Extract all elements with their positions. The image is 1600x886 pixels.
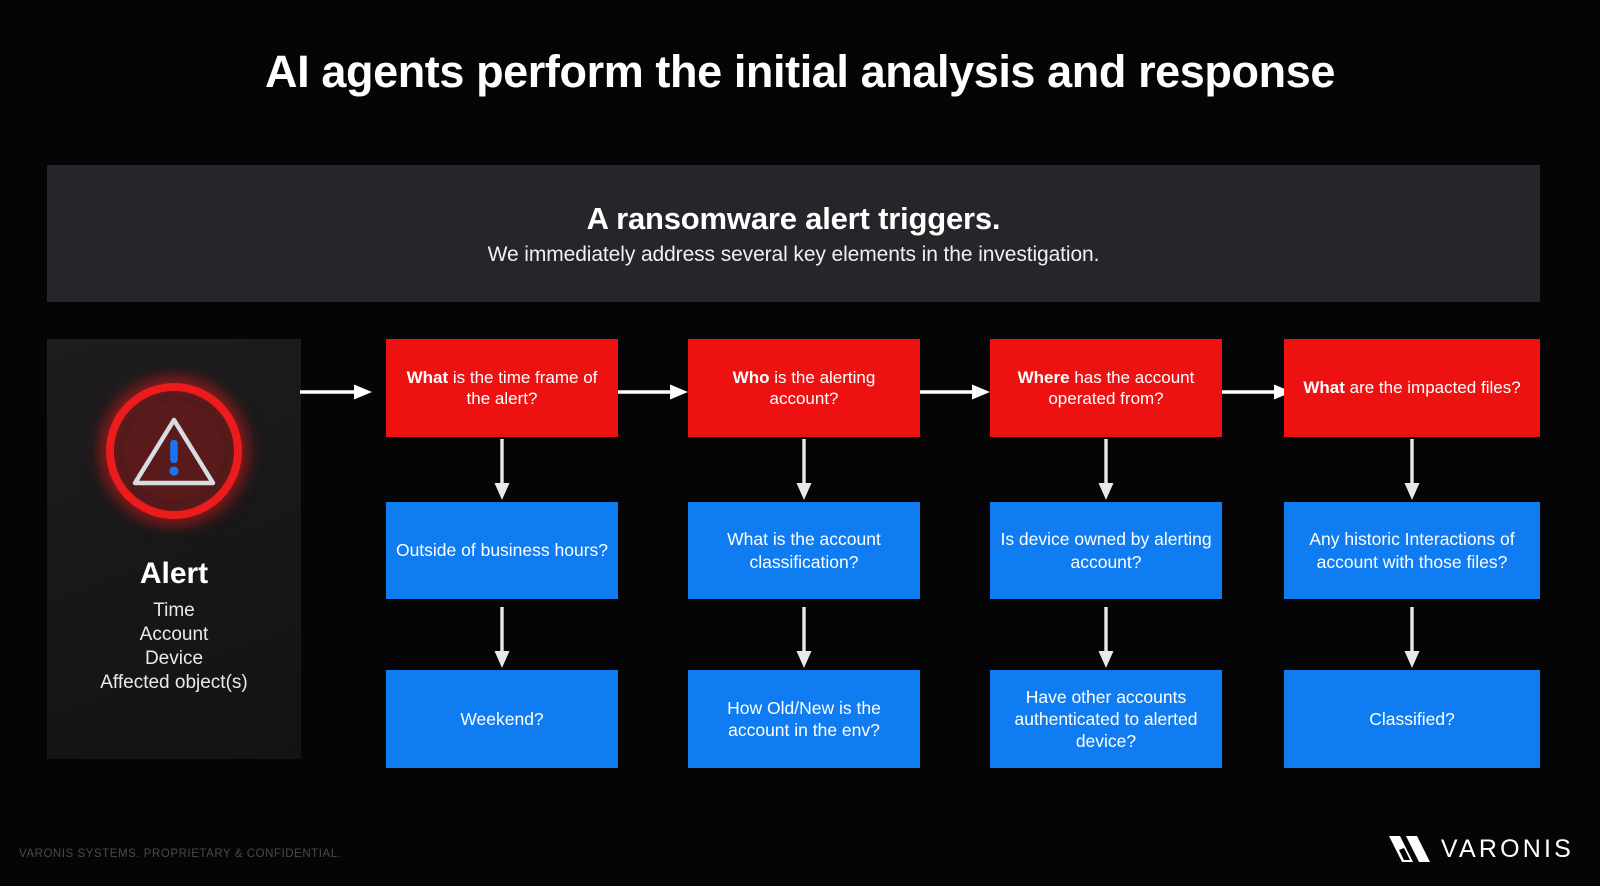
arrow-down-col2-step2-icon <box>796 607 812 668</box>
investigation-flow: What is the time frame of the alert? Out… <box>386 339 1540 769</box>
question-rest-text: has the account operated from? <box>1048 367 1195 408</box>
alert-card: Alert Time Account Device Affected objec… <box>47 339 301 759</box>
arrow-step3-to-step4-icon <box>1220 384 1292 400</box>
banner-headline: A ransomware alert triggers. <box>586 200 1001 236</box>
alert-field-time: Time <box>153 600 195 621</box>
flow-column-impacted-files: What are the impacted files? Any histori… <box>1284 339 1540 769</box>
alert-field-device: Device <box>144 648 204 670</box>
question-rest-text: is the time frame of the alert? <box>448 367 598 408</box>
varonis-brand: VARONIS <box>1387 834 1574 864</box>
page-title: AI agents perform the initial analysis a… <box>265 46 1335 97</box>
question-lead-word: What <box>406 367 449 387</box>
confidential-footer: VARONIS SYSTEMS. PROPRIETARY & CONFIDENT… <box>19 848 342 860</box>
arrow-down-col2-step1-icon <box>796 439 812 500</box>
arrow-down-col3-step1-icon <box>1098 439 1114 500</box>
flow-column-alerting-account: Who is the alerting account? What is the… <box>688 339 920 769</box>
alert-icon-wrap <box>94 371 254 531</box>
question-card-what-time-frame[interactable]: What is the time frame of the alert? <box>386 339 618 437</box>
warning-triangle-icon <box>132 417 216 486</box>
varonis-slash-logo-icon <box>1388 836 1430 862</box>
question-rest-text: are the impacted files? <box>1344 378 1521 398</box>
alert-ring-icon <box>106 383 242 519</box>
alert-field-list: Time Account Device Affected object(s) <box>100 599 248 696</box>
arrow-down-col1-step2-icon <box>494 607 510 668</box>
answer-card-historic-interactions[interactable]: Any historic Interactions of account wit… <box>1284 502 1540 599</box>
flow-column-account-location: Where has the account operated from? Is … <box>990 339 1222 769</box>
alert-field-affected-objects: Affected object(s) <box>100 672 248 694</box>
scenario-banner: A ransomware alert triggers. We immediat… <box>47 165 1540 302</box>
question-lead-word: What <box>1303 378 1345 398</box>
answer-card-account-age[interactable]: How Old/New is the account in the env? <box>688 670 920 768</box>
arrow-alert-to-step1-icon <box>300 384 372 400</box>
arrow-step2-to-step3-icon <box>918 384 990 400</box>
question-lead-word: Who <box>732 367 770 387</box>
varonis-wordmark: VARONIS <box>1440 834 1574 863</box>
question-card-who-alerting-account[interactable]: Who is the alerting account? <box>688 339 920 437</box>
arrow-down-col1-step1-icon <box>494 439 510 500</box>
question-rest-text: is the alerting account? <box>769 367 876 408</box>
question-lead-word: Where <box>1017 367 1070 387</box>
answer-card-classified[interactable]: Classified? <box>1284 670 1540 768</box>
answer-card-weekend[interactable]: Weekend? <box>386 670 618 768</box>
answer-card-other-accounts-authenticated[interactable]: Have other accounts authenticated to ale… <box>990 670 1222 768</box>
question-card-what-impacted-files[interactable]: What are the impacted files? <box>1284 339 1540 437</box>
question-card-where-account-operated[interactable]: Where has the account operated from? <box>990 339 1222 437</box>
arrow-down-col4-step1-icon <box>1404 439 1420 500</box>
alert-title: Alert <box>139 557 209 590</box>
alert-field-account: Account <box>139 624 209 646</box>
arrow-down-col4-step2-icon <box>1404 607 1420 668</box>
answer-card-account-classification[interactable]: What is the account classification? <box>688 502 920 599</box>
flow-column-time-frame: What is the time frame of the alert? Out… <box>386 339 618 769</box>
answer-card-device-ownership[interactable]: Is device owned by alerting account? <box>990 502 1222 599</box>
answer-card-outside-business-hours[interactable]: Outside of business hours? <box>386 502 618 599</box>
arrow-step1-to-step2-icon <box>616 384 688 400</box>
banner-subtext: We immediately address several key eleme… <box>487 242 1100 266</box>
arrow-down-col3-step2-icon <box>1098 607 1114 668</box>
